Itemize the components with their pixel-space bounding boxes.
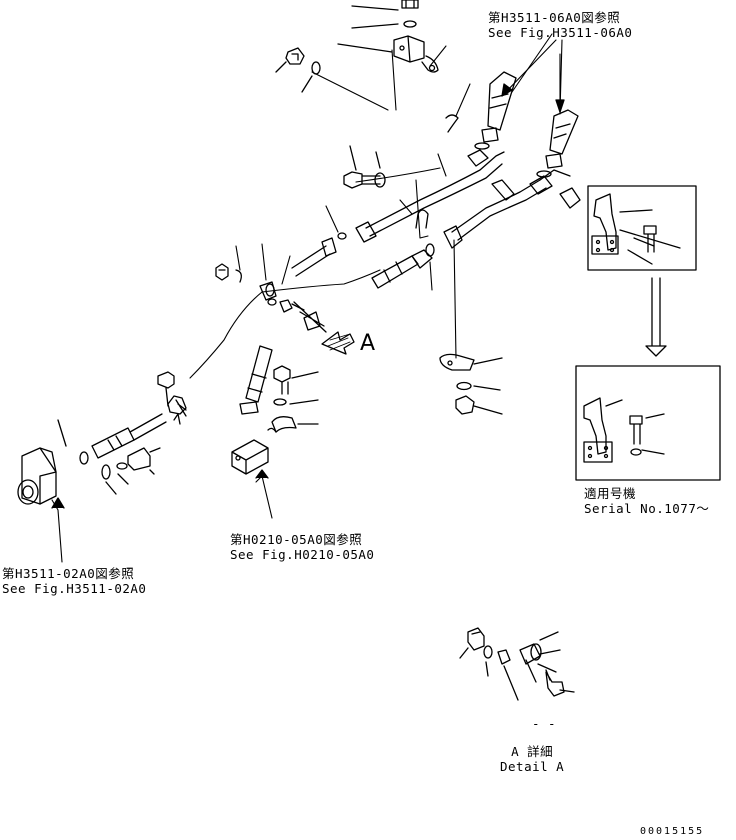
detail-a-jp: A 詳細 — [511, 744, 554, 759]
valve-block — [232, 440, 272, 518]
ref-label-left: 第H3511-02A0図参照 See Fig.H3511-02A0 — [2, 566, 146, 596]
upper-pipe-fittings — [416, 34, 580, 238]
ref-top-right-en: See Fig.H3511-06A0 — [488, 25, 633, 40]
ref-left-en: See Fig.H3511-02A0 — [2, 581, 147, 596]
detail-a-en: Detail A — [500, 759, 565, 774]
upper-bolt — [344, 146, 385, 188]
ref-bottom-center-en: See Fig.H0210-05A0 — [230, 547, 375, 562]
serial-note-jp: 適用号機 — [584, 486, 637, 501]
view-a-arrow — [322, 332, 354, 354]
detail-a-caption: A 詳細 Detail A — [500, 744, 564, 774]
serial-note-en: Serial No.1077〜 — [584, 501, 710, 516]
serial-box — [576, 366, 720, 480]
solenoid-valve — [18, 448, 64, 562]
leader-line-vertical — [454, 240, 456, 358]
ref-label-top-right: 第H3511-06A0図参照 See Fig.H3511-06A0 — [488, 10, 632, 40]
view-a-label: A — [360, 331, 376, 356]
ref-top-right-jp: 第H3511-06A0図参照 — [488, 10, 621, 25]
lower-middle-parts — [190, 292, 318, 432]
detail-a-drawing — [460, 628, 574, 700]
middle-assembly — [216, 206, 434, 332]
lower-left-assembly — [58, 372, 186, 494]
ref-leaders-top — [502, 40, 564, 112]
serial-note: 適用号機 Serial No.1077〜 — [584, 486, 709, 516]
ref-left-jp: 第H3511-02A0図参照 — [2, 566, 135, 581]
top-hardware-stack — [276, 0, 446, 110]
down-arrow — [646, 278, 666, 356]
bracket-box — [588, 186, 696, 270]
detail-dash: - - — [532, 716, 557, 731]
drawing-number: 00015155 — [640, 826, 705, 837]
ref-label-bottom-center: 第H0210-05A0図参照 See Fig.H0210-05A0 — [230, 532, 374, 562]
right-hardware — [440, 354, 502, 414]
pipe-clip — [400, 200, 428, 228]
upper-tube — [356, 152, 570, 248]
ref-bottom-center-jp: 第H0210-05A0図参照 — [230, 532, 363, 547]
